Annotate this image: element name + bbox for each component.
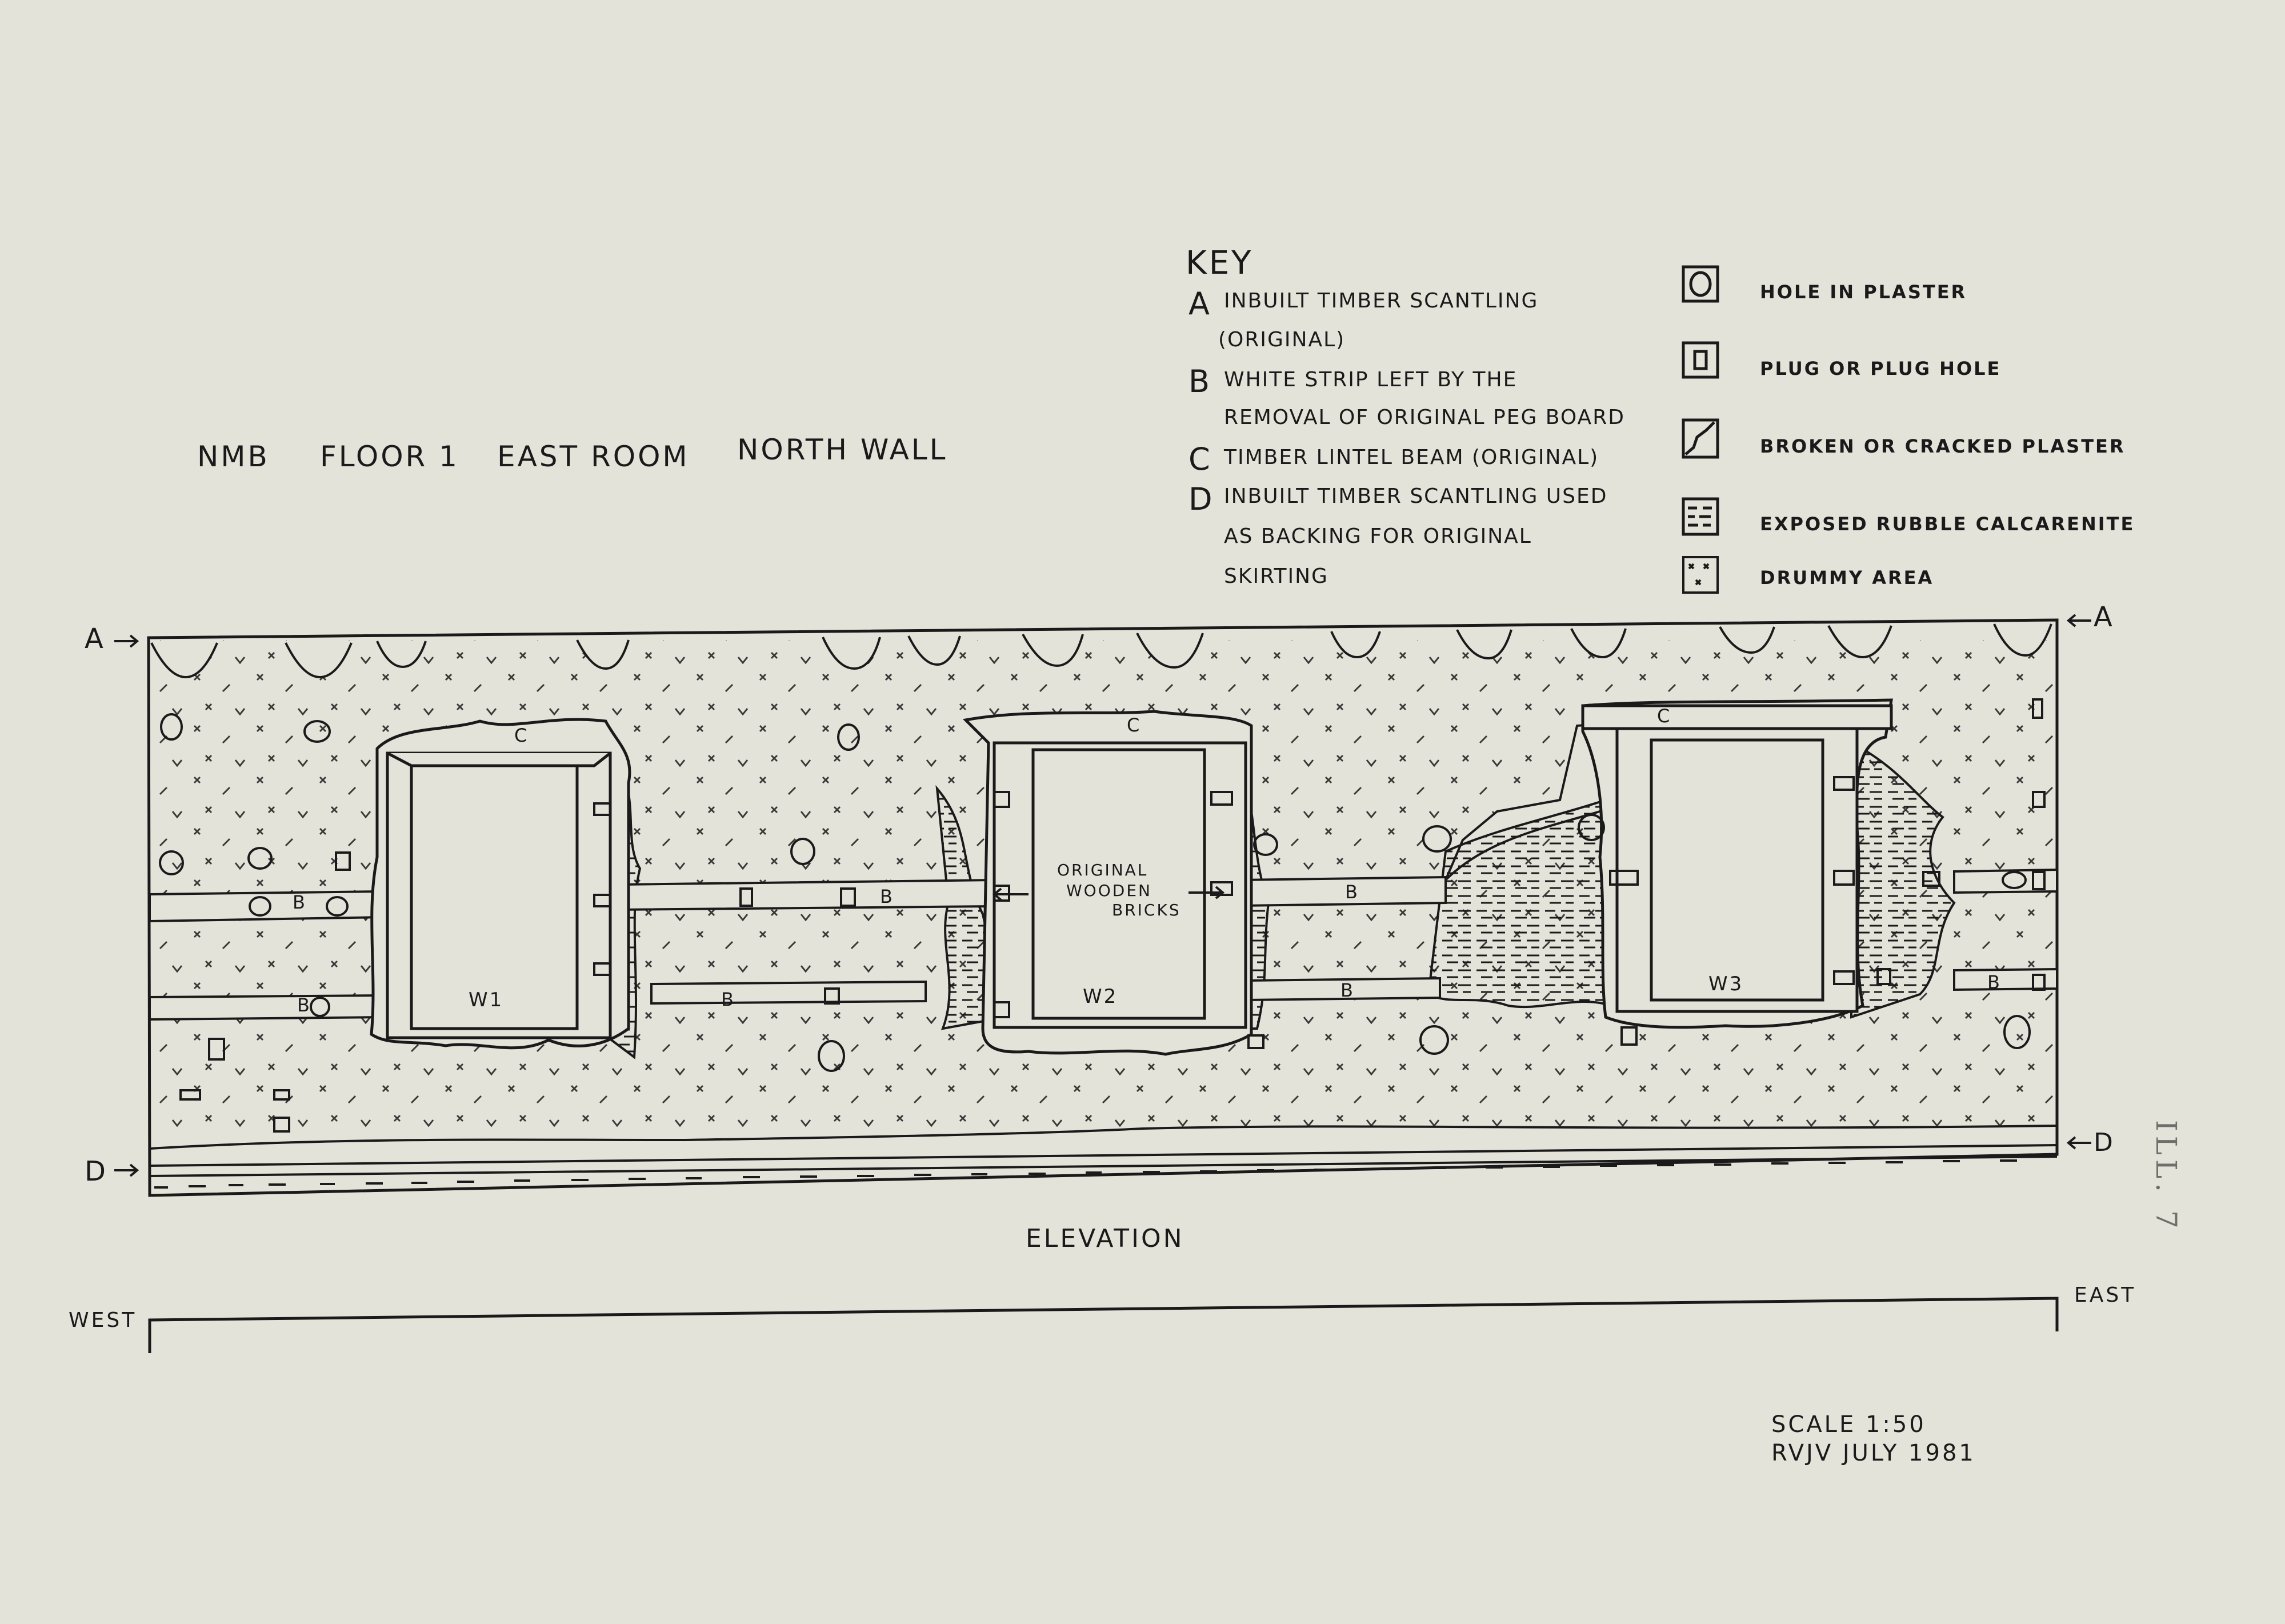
lintel-label-c-1: C [514, 725, 527, 746]
lintel-label-c-2: C [1127, 714, 1140, 736]
key-heading: KEY [1186, 245, 1254, 282]
strip-label-b-7: B [1987, 971, 2000, 993]
plug-icon [1682, 341, 1719, 379]
key-letter-d: D [1188, 481, 1212, 517]
strip-label-b-5: B [1345, 881, 1358, 903]
crack-icon [1682, 418, 1719, 459]
key-letter-a: A [1188, 286, 1210, 322]
title-wall: NORTH WALL [737, 433, 948, 466]
key-symbols [1682, 265, 1719, 594]
title-building: NMB [197, 440, 270, 473]
strip-label-b-6: B [1340, 979, 1353, 1001]
annotation-original: ORIGINAL [1057, 861, 1148, 879]
symbol-label-drummy: DRUMMY AREA [1760, 567, 1934, 589]
window-w3 [1581, 698, 1893, 1029]
east-label: EAST [2074, 1283, 2136, 1307]
annotation-bricks: BRICKS [1112, 901, 1181, 919]
symbol-label-plug: PLUG OR PLUG HOLE [1760, 358, 2002, 379]
annotation-wooden: WOODEN [1066, 881, 1152, 900]
title-room: EAST ROOM [497, 440, 690, 473]
orientation-bar [148, 1297, 2059, 1353]
scale-label: SCALE 1:50 [1771, 1411, 1926, 1438]
b-strips [149, 868, 2058, 1021]
west-label: WEST [69, 1309, 137, 1332]
symbol-label-crack: BROKEN OR CRACKED PLASTER [1760, 435, 2126, 457]
marker-a-west: A [85, 623, 106, 655]
window-label-w2: W2 [1083, 985, 1118, 1008]
key-text-d-1: INBUILT TIMBER SCANTLING USED [1224, 485, 1608, 508]
strip-label-b-2: B [297, 994, 310, 1016]
key-text-b-1: WHITE STRIP LEFT BY THE [1224, 368, 1518, 391]
plaster-plugs [179, 698, 2046, 1133]
top-edge-damage [150, 623, 2052, 679]
key-text-a-2: (ORIGINAL) [1218, 328, 1346, 351]
strip-label-b-3: B [880, 886, 893, 907]
key-text-d-2: AS BACKING FOR ORIGINAL [1224, 525, 1532, 548]
key-text-b-2: REMOVAL OF ORIGINAL PEG BOARD [1224, 406, 1625, 429]
plaster-holes [159, 713, 2031, 1072]
strip-label-b-4: B [721, 989, 734, 1010]
key-letter-b: B [1188, 363, 1210, 399]
key-text-a-1: INBUILT TIMBER SCANTLING [1224, 289, 1539, 313]
strip-label-b-1: B [293, 891, 305, 913]
window-label-w1: W1 [469, 989, 504, 1011]
marker-d-west: D [85, 1155, 108, 1187]
drummy-icon [1682, 556, 1719, 594]
hole-icon [1682, 265, 1719, 303]
key-text-d-3: SKIRTING [1224, 565, 1328, 588]
marker-d-east: D [2094, 1128, 2115, 1157]
symbol-label-hole: HOLE IN PLASTER [1760, 281, 1967, 303]
symbol-label-rubble: EXPOSED RUBBLE CALCARENITE [1760, 513, 2135, 535]
lintel-label-c-3: C [1657, 705, 1670, 727]
elevation-caption: ELEVATION [1026, 1224, 1184, 1253]
window-w1 [370, 718, 631, 1050]
marker-a-east: A [2094, 601, 2115, 633]
key-letter-c: C [1188, 441, 1210, 477]
rubble-icon [1682, 497, 1719, 536]
skirting-d [149, 1125, 2058, 1189]
key-text-c-1: TIMBER LINTEL BEAM (ORIGINAL) [1224, 446, 1599, 469]
author-date: RVJV JULY 1981 [1771, 1440, 1976, 1466]
section-arrows [114, 614, 2091, 1177]
window-label-w3: W3 [1708, 973, 1744, 995]
title-floor: FLOOR 1 [320, 440, 459, 473]
plate-number: ILL. 7 [2150, 1120, 2183, 1233]
